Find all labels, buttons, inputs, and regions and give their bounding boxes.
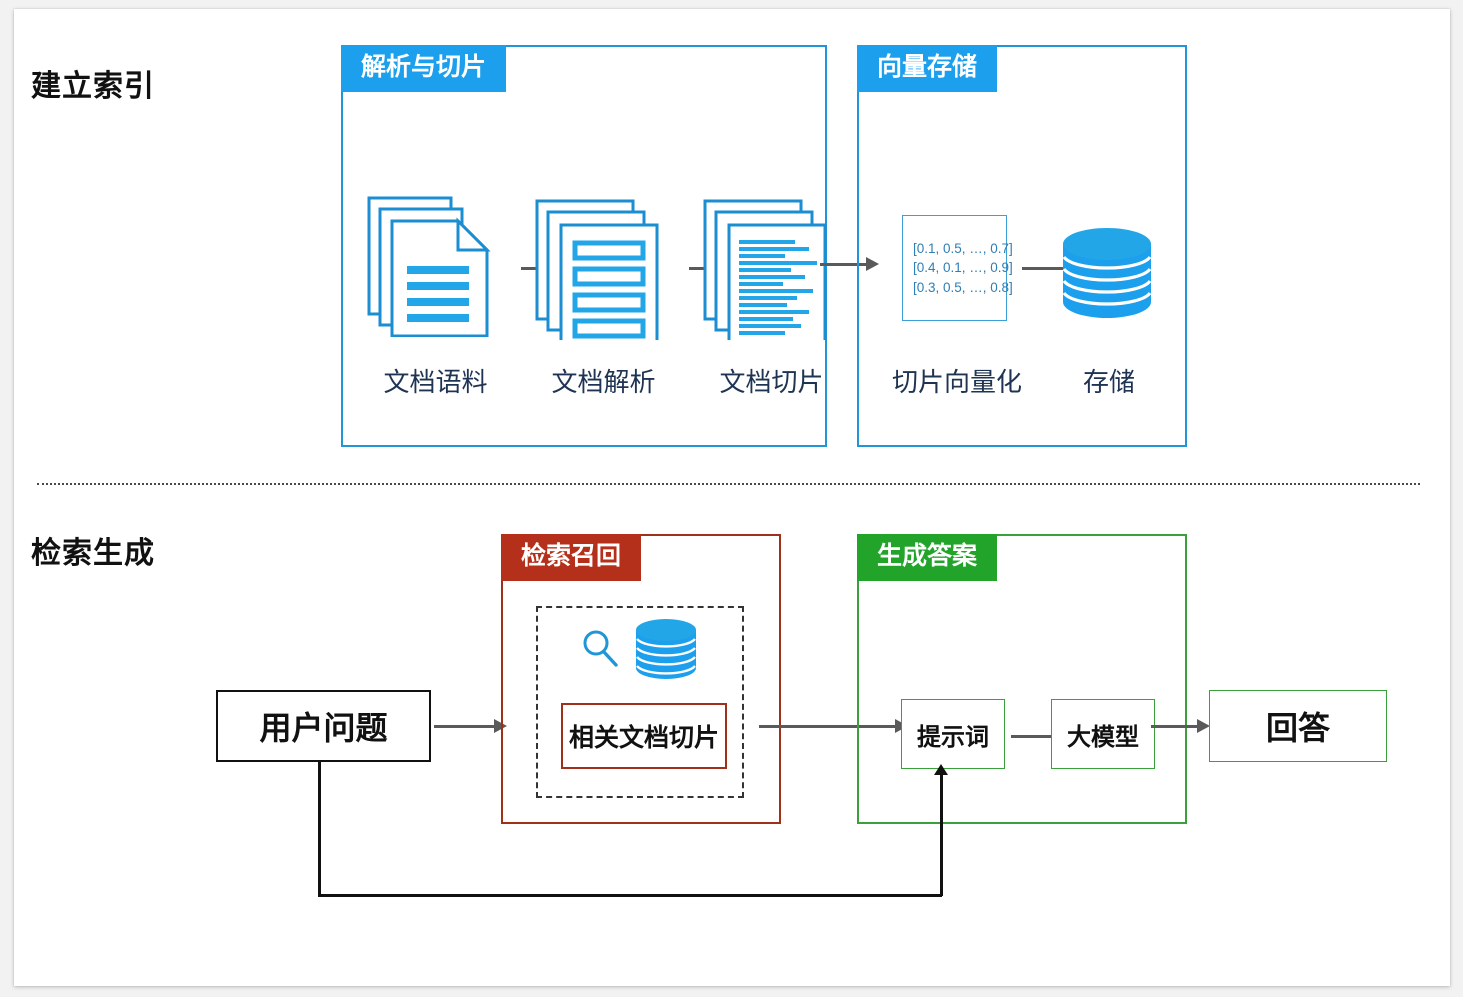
retrieval-dashed-container: 相关文档切片: [536, 606, 744, 798]
caption-doc-corpus: 文档语料: [383, 367, 488, 397]
arrow-question-to-retrieval: [434, 719, 508, 733]
panel-vector-storage: 向量存储 [0.1, 0.5, …, 0.7] [0.4, 0.1, …, 0.…: [857, 45, 1187, 447]
feedback-line-vertical-right: [940, 774, 943, 896]
chunked-document-icon: [699, 195, 844, 345]
final-answer-box[interactable]: 回答: [1209, 690, 1387, 762]
section-title-generation: 检索生成: [31, 537, 155, 570]
vector-line-3: [0.3, 0.5, …, 0.8]: [913, 279, 1013, 295]
prompt-box[interactable]: 提示词: [901, 699, 1005, 769]
prompt-label: 提示词: [917, 723, 989, 751]
panel-tab-answer-generation: 生成答案: [857, 534, 998, 581]
caption-chunk-vectorize: 切片向量化: [891, 367, 1022, 397]
final-answer-label: 回答: [1265, 710, 1330, 746]
llm-label: 大模型: [1067, 723, 1139, 751]
vector-line-2: [0.4, 0.1, …, 0.9]: [913, 260, 1013, 276]
feedback-line-vertical-left: [318, 762, 321, 897]
vector-matrix-icon: [0.1, 0.5, …, 0.7] [0.4, 0.1, …, 0.9] [0…: [902, 215, 1013, 321]
section-divider: [37, 483, 1420, 485]
relevant-chunks-box[interactable]: 相关文档切片: [561, 703, 727, 769]
parsed-document-icon: [531, 195, 676, 345]
caption-doc-parsing: 文档解析: [551, 367, 656, 397]
diagram-card: 建立索引 解析与切片: [14, 9, 1450, 986]
panel-parse-and-chunk: 解析与切片: [341, 45, 827, 447]
section-title-indexing: 建立索引: [31, 70, 155, 103]
arrow-llm-to-answer: [1151, 719, 1211, 733]
panel-answer-generation: 生成答案 提示词 大模型: [857, 534, 1187, 824]
feedback-line-horizontal: [318, 894, 942, 897]
search-magnifier-icon: [578, 626, 622, 670]
vector-line-1: [0.1, 0.5, …, 0.7]: [913, 240, 1013, 256]
arrow-parse-to-vector: [820, 257, 880, 271]
caption-doc-chunking: 文档切片: [719, 367, 824, 397]
panel-tab-retrieval: 检索召回: [501, 534, 642, 581]
panel-tab-vector-storage: 向量存储: [857, 45, 998, 92]
database-cylinder-icon: [1057, 227, 1157, 319]
relevant-chunks-label: 相关文档切片: [568, 724, 719, 752]
panel-tab-parse-and-chunk: 解析与切片: [341, 45, 507, 92]
feedback-arrow-head: [934, 764, 948, 775]
user-question-label: 用户问题: [259, 710, 388, 746]
caption-storage: 存储: [1082, 367, 1135, 397]
database-cylinder-icon: [632, 618, 700, 680]
documents-stack-icon: [363, 192, 508, 338]
llm-box[interactable]: 大模型: [1051, 699, 1155, 769]
user-question-box[interactable]: 用户问题: [216, 690, 431, 762]
panel-retrieval: 检索召回: [501, 534, 781, 824]
